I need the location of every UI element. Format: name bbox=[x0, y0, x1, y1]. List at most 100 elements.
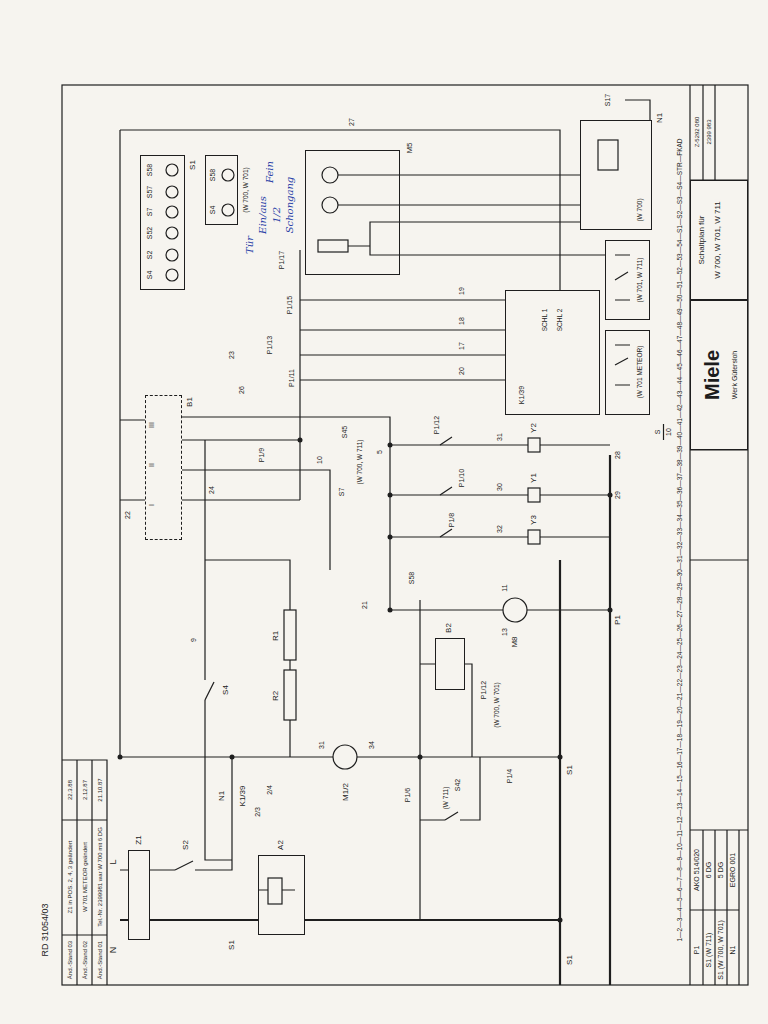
button-symbol bbox=[222, 204, 234, 216]
component-label: 13 bbox=[501, 627, 508, 637]
component-label: S58 bbox=[408, 571, 415, 585]
switch-wire bbox=[625, 100, 650, 120]
component-label: 2/3 bbox=[254, 806, 261, 818]
button-symbol bbox=[166, 249, 178, 261]
grid-fraction: S bbox=[654, 429, 661, 436]
valve-coil bbox=[528, 530, 540, 544]
motor-internal-wire bbox=[338, 175, 400, 255]
component-label: P1/4 bbox=[506, 768, 513, 784]
switch-contact bbox=[615, 345, 630, 385]
node-label: S52 bbox=[146, 225, 153, 239]
component-label: S45 bbox=[341, 425, 348, 439]
component-label: S7 bbox=[338, 487, 345, 498]
component-box: (W 701, W 711) bbox=[605, 240, 650, 320]
grid-fraction: 10 bbox=[665, 427, 672, 437]
handwritten-note: 1/2 bbox=[272, 206, 283, 224]
node-label: B1 bbox=[185, 396, 193, 408]
component-label: R1 bbox=[272, 630, 280, 642]
capacitor-symbol bbox=[318, 240, 348, 252]
component-label: P1/12 bbox=[480, 680, 487, 700]
title-block-text: EGRO 001 bbox=[729, 852, 736, 888]
node-label: (W 701 METEOR) bbox=[636, 344, 643, 399]
valve-wire bbox=[390, 445, 610, 537]
junction-dots bbox=[118, 438, 613, 923]
component-label: (W 711) bbox=[443, 786, 450, 811]
component-label: 19 bbox=[458, 286, 465, 296]
component-label: 27 bbox=[348, 117, 355, 127]
node-label: S2 bbox=[146, 249, 153, 260]
component-label: P1/8 bbox=[448, 512, 455, 528]
component-label: R2 bbox=[272, 690, 280, 702]
component-box: (W 700, W 701)S4S58 bbox=[205, 155, 238, 225]
drawing-number: RD 31054/03 bbox=[41, 902, 50, 957]
component-box: S1S4S2S52S7S57S58 bbox=[140, 155, 185, 290]
valve-coil bbox=[528, 488, 540, 502]
component-label: K1/39 bbox=[239, 785, 247, 808]
node-label: S58 bbox=[209, 167, 216, 181]
junction-dot bbox=[388, 608, 393, 613]
relay-wire bbox=[258, 889, 295, 890]
revision-note: W 701 METEOR geändert bbox=[82, 841, 88, 913]
junction-dot bbox=[298, 438, 303, 443]
resistor-symbol bbox=[284, 670, 296, 720]
node-label: (W 700) bbox=[636, 197, 643, 222]
node-label: SCHL 1 bbox=[541, 307, 548, 332]
revision-note: Änd.-Stand 03 bbox=[67, 940, 73, 980]
component-label: 34 bbox=[368, 740, 375, 750]
node-label: M5 bbox=[405, 141, 413, 154]
title-block-text: P1 bbox=[693, 945, 700, 956]
component-label: 31 bbox=[496, 432, 503, 442]
junction-dot bbox=[230, 755, 235, 760]
title-block-text: Z-5292 080 bbox=[694, 116, 700, 149]
title-block-text: N1 bbox=[729, 945, 736, 956]
button-symbol bbox=[166, 269, 178, 281]
component-box: A2 bbox=[258, 855, 305, 935]
node-label: S7 bbox=[146, 206, 153, 217]
component-label: 23 bbox=[228, 350, 235, 360]
node-label: W 700, W 701, W 711 bbox=[713, 200, 721, 280]
button-symbol bbox=[166, 164, 178, 176]
component-label: III bbox=[148, 421, 155, 429]
button-symbols bbox=[166, 164, 234, 281]
handwritten-note: Fein bbox=[265, 160, 276, 184]
component-label: II bbox=[148, 462, 155, 468]
node-label: A2 bbox=[276, 839, 284, 851]
component-label: N1 bbox=[656, 112, 664, 124]
title-block-grid bbox=[690, 85, 748, 985]
component-box: Z1 bbox=[128, 850, 150, 940]
title-block-text: 6 DG bbox=[705, 861, 712, 879]
button-symbol bbox=[166, 206, 178, 218]
handwritten-note: Tür bbox=[245, 235, 256, 255]
component-label: 5 bbox=[376, 449, 383, 455]
title-block-text: AKO 514/020 bbox=[693, 848, 700, 892]
revision-grid bbox=[62, 760, 107, 985]
node-label: S58 bbox=[146, 162, 153, 176]
component-label: N bbox=[109, 946, 118, 955]
component-label: S1 bbox=[566, 954, 574, 966]
node-label: K1/39 bbox=[518, 385, 525, 405]
component-label: 10 bbox=[316, 455, 323, 465]
component-label: P1/9 bbox=[258, 447, 265, 463]
resistor-symbol bbox=[284, 610, 296, 660]
title-block-text: S1 (W 711) bbox=[705, 932, 712, 969]
door-wire bbox=[205, 440, 232, 860]
node-label: S4 bbox=[209, 204, 216, 215]
junction-dot bbox=[388, 535, 393, 540]
component-label: 22 bbox=[124, 510, 131, 520]
handwritten-note: Schongang bbox=[285, 176, 296, 235]
component-box: (W 701 METEOR) bbox=[605, 330, 650, 415]
motor-wire bbox=[420, 600, 472, 920]
motor-symbol bbox=[333, 745, 357, 769]
component-label: 2/4 bbox=[266, 784, 273, 796]
motor-control-wire bbox=[400, 175, 605, 255]
component-label: 18 bbox=[458, 316, 465, 326]
component-label: P1/15 bbox=[286, 295, 293, 315]
component-label: S4 bbox=[222, 684, 230, 696]
motor-symbol bbox=[322, 167, 338, 183]
component-label: P1/13 bbox=[266, 335, 273, 355]
junction-dot bbox=[388, 443, 393, 448]
phase-wire bbox=[120, 757, 560, 870]
component-label: 9 bbox=[190, 637, 197, 643]
programmer-wire bbox=[182, 250, 390, 610]
